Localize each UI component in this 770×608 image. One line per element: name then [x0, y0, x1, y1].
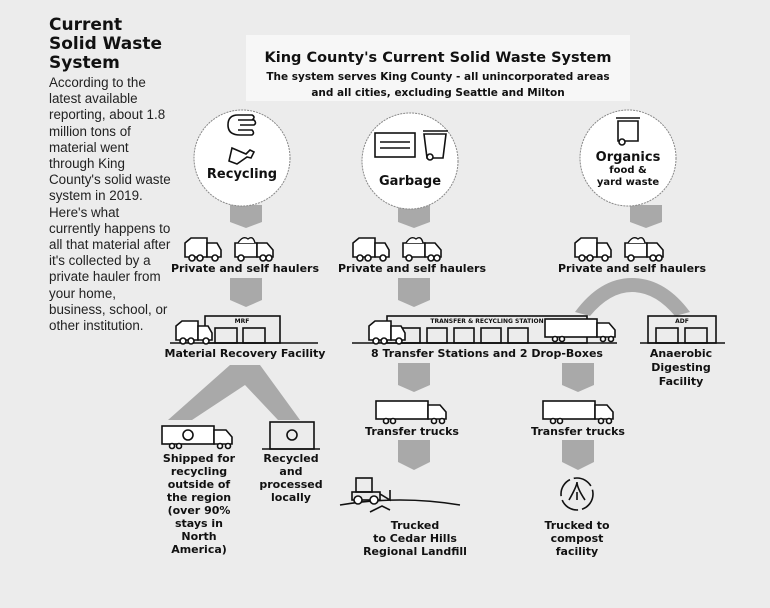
- shipped-label: Shipped for recycling outside of the reg…: [163, 452, 236, 556]
- local-label: Recycled and processed locally: [259, 452, 322, 504]
- transfer-sign: TRANSFER & RECYCLING STATION: [430, 318, 543, 325]
- transfer-trucks-label-1: Transfer trucks: [365, 425, 459, 438]
- garbage-stream: Garbage: [361, 112, 459, 210]
- hauler-trucks: [184, 236, 664, 262]
- organics-sub-2: yard waste: [597, 177, 660, 188]
- garbage-truck-icon: [184, 237, 222, 262]
- transfer-label: 8 Transfer Stations and 2 Drop-Boxes: [371, 347, 603, 360]
- adf-building-icon: [640, 315, 725, 344]
- arrow-down: [398, 363, 430, 392]
- compost-label-2: compost: [551, 532, 604, 545]
- label-line: recycling: [171, 465, 227, 478]
- adf-label-2: Digesting: [651, 361, 711, 374]
- dump-truck-icon: [234, 236, 274, 262]
- arrow-down: [398, 278, 430, 307]
- organics-sub-1: food &: [609, 165, 647, 176]
- recycling-stream: Recycling: [193, 109, 291, 207]
- arrow-down: [230, 278, 262, 307]
- landfill-label-1: Trucked: [391, 519, 439, 532]
- header-title: King County's Current Solid Waste System: [265, 50, 612, 66]
- mrf-sign: MRF: [235, 318, 250, 325]
- organics-bin-icon: [616, 117, 640, 146]
- landfill-label-2: to Cedar Hills: [373, 532, 457, 545]
- label-line: (over 90%: [168, 504, 231, 517]
- transfer-station-icon: [352, 315, 617, 345]
- recycling-label: Recycling: [207, 167, 277, 182]
- arrow-down: [230, 205, 262, 228]
- header-box: [246, 35, 630, 101]
- adf-label-1: Anaerobic: [650, 347, 712, 360]
- hauler-label-organics: Private and self haulers: [558, 262, 706, 275]
- hauler-label-recycling: Private and self haulers: [171, 262, 319, 275]
- local-recycler-building-icon: [262, 421, 320, 450]
- dump-truck-icon: [402, 236, 442, 262]
- dumpster-icon: [374, 132, 416, 158]
- compost-label-1: Trucked to: [544, 519, 610, 532]
- arrow-split: [575, 278, 690, 316]
- label-line: Recycled: [263, 452, 318, 465]
- label-line: Shipped for: [163, 452, 236, 465]
- organics-stream: Organics food & yard waste: [579, 109, 677, 207]
- header-subtitle-2: and all cities, excluding Seattle and Mi…: [311, 87, 564, 99]
- compost-label-3: facility: [556, 545, 598, 558]
- arrow-down: [398, 205, 430, 228]
- arrow-down: [562, 440, 594, 470]
- hauler-label-garbage: Private and self haulers: [338, 262, 486, 275]
- label-line: stays in: [175, 517, 223, 530]
- transfer-truck-icon: [375, 400, 447, 425]
- label-line: America): [171, 543, 227, 556]
- dump-truck-icon: [624, 236, 664, 262]
- label-line: processed: [259, 478, 322, 491]
- label-line: locally: [271, 491, 311, 504]
- label-line: and: [279, 465, 302, 478]
- shipping-truck-icon: [161, 425, 233, 450]
- mrf-label: Material Recovery Facility: [165, 347, 326, 360]
- sidebar-title: Current Solid Waste System: [49, 15, 163, 73]
- transfer-truck-icon: [542, 400, 614, 425]
- adf-label-3: Facility: [659, 375, 704, 388]
- bulldozer-landfill-icon: [339, 477, 461, 513]
- arrow-down: [562, 363, 594, 392]
- header-subtitle-1: The system serves King County - all unin…: [266, 71, 609, 83]
- hand-bottle-icon: [227, 114, 257, 165]
- label-line: North: [181, 530, 216, 543]
- garbage-truck-icon: [352, 237, 390, 262]
- garbage-bin-icon: [423, 130, 448, 161]
- label-line: outside of: [168, 478, 231, 491]
- arrow-down: [630, 205, 662, 228]
- flow-arrows: [168, 205, 690, 470]
- landfill-label-3: Regional Landfill: [363, 545, 467, 558]
- garbage-label: Garbage: [379, 174, 441, 189]
- sidebar-body: According to the latest available report…: [49, 75, 171, 334]
- adf-sign: ADF: [675, 318, 689, 325]
- transfer-trucks-label-2: Transfer trucks: [531, 425, 625, 438]
- arrow-split: [168, 365, 300, 420]
- compost-icon: [560, 477, 594, 511]
- label-line: the region: [167, 491, 231, 504]
- mrf-building-icon: [170, 315, 318, 345]
- arrow-down: [398, 440, 430, 470]
- organics-label: Organics: [596, 150, 661, 165]
- garbage-truck-icon: [574, 237, 612, 262]
